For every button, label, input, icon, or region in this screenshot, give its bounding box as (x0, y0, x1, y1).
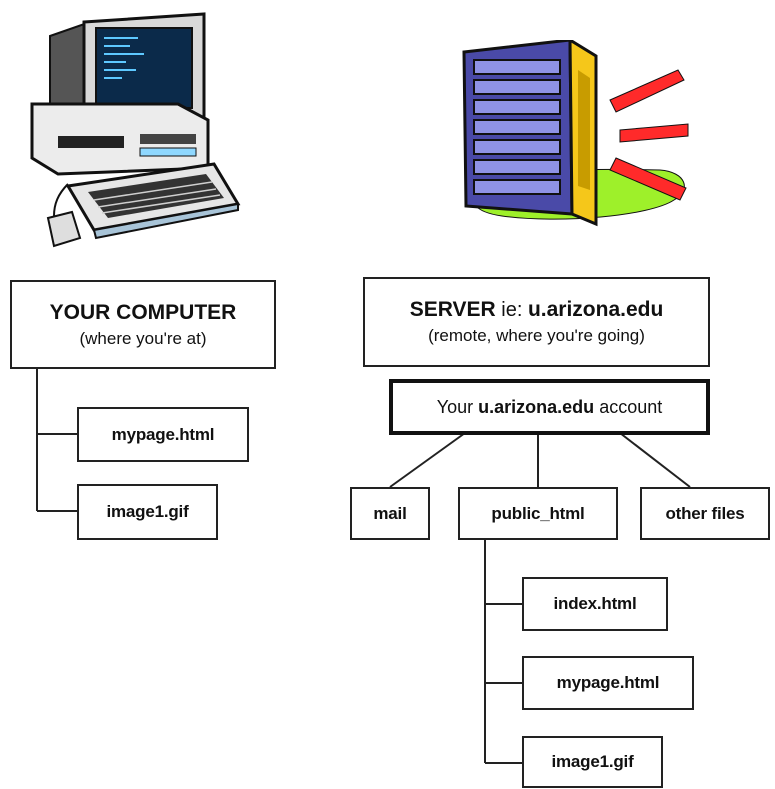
remote-file-image1: image1.gif (522, 736, 663, 788)
local-file-image1: image1.gif (77, 484, 218, 540)
file-label: image1.gif (106, 502, 189, 521)
folder-label: other files (665, 503, 745, 523)
account-after: account (599, 396, 663, 417)
file-label: mypage.html (556, 673, 660, 692)
folder-label: mail (373, 503, 407, 523)
file-label: index.html (553, 594, 637, 613)
folder-label: public_html (491, 503, 585, 523)
folder-other-files: other files (640, 487, 770, 540)
server-title-line: SERVER ie: u.arizona.edu (410, 298, 664, 322)
your-computer-subtitle: (where you're at) (79, 328, 207, 348)
remote-file-index: index.html (522, 577, 668, 631)
your-computer-box: YOUR COMPUTER (where you're at) (10, 280, 276, 369)
account-label: Your u.arizona.edu account (437, 397, 662, 418)
folder-mail: mail (350, 487, 430, 540)
account-box: Your u.arizona.edu account (389, 379, 710, 435)
file-label: mypage.html (111, 424, 215, 444)
folder-public-html: public_html (458, 487, 618, 540)
server-host: u.arizona.edu (527, 298, 664, 321)
local-file-mypage: mypage.html (77, 407, 249, 462)
account-before: Your (436, 396, 474, 417)
your-computer-title: YOUR COMPUTER (49, 300, 237, 324)
account-host: u.arizona.edu (478, 396, 595, 417)
server-box: SERVER ie: u.arizona.edu (remote, where … (363, 277, 710, 367)
server-subtitle: (remote, where you're going) (428, 326, 645, 345)
file-label: image1.gif (551, 752, 634, 771)
server-title: SERVER (409, 298, 496, 321)
server-prefix: ie: (501, 299, 523, 321)
server-tower-icon (462, 40, 689, 227)
remote-file-mypage: mypage.html (522, 656, 694, 710)
desktop-computer-icon (30, 12, 241, 248)
